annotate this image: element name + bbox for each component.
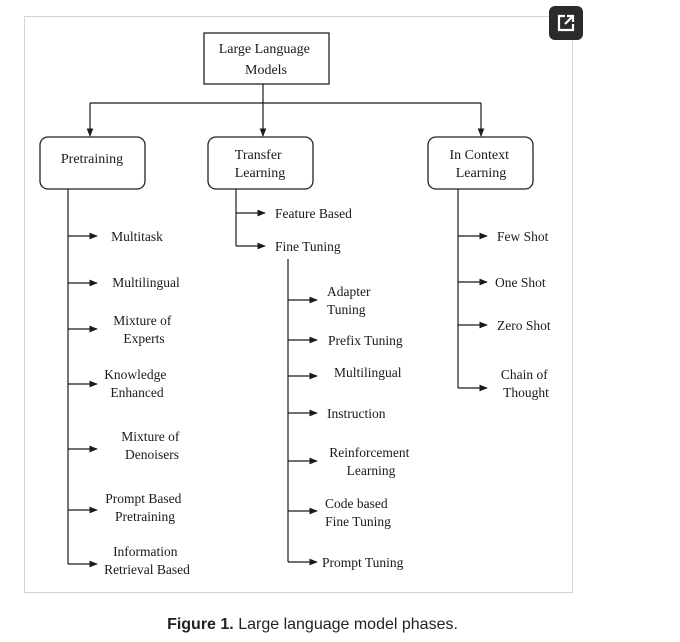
pretraining-item-mixture-of-experts: Mixture of Experts [113, 313, 175, 346]
in-context-item-one-shot: One Shot [495, 275, 546, 290]
pretraining-item-information-retrieval-based: Information Retrieval Based [104, 544, 190, 577]
in-context-item-zero-shot: Zero Shot [497, 318, 551, 333]
transfer-learning-label: Transfer Learning [235, 148, 286, 181]
fine-tuning-item-prefix-tuning: Prefix Tuning [328, 333, 403, 348]
pretraining-item-multilingual: Multilingual [112, 275, 180, 290]
fine-tuning-item-multilingual: Multilingual [334, 365, 402, 380]
pretraining-box [39, 136, 146, 190]
transfer-learning-box [207, 136, 314, 190]
in-context-item-chain-of-thought: Chain of Thought [501, 367, 551, 400]
fine-tuning-item-reinforcement-learning: Reinforcement Learning [329, 445, 413, 478]
pretraining-item-prompt-based-pretraining: Prompt Based Pretraining [105, 491, 185, 524]
pretraining-item-multitask: Multitask [111, 229, 163, 244]
pretraining-label: Pretraining [61, 152, 123, 167]
in-context-item-few-shot: Few Shot [497, 229, 549, 244]
root-label: Large Language Models [219, 42, 314, 78]
fine-tuning-item-code-based-fine-tuning: Code based Fine Tuning [325, 496, 391, 529]
open-in-new-icon [557, 14, 575, 32]
caption-text: Large language model phases. [233, 616, 458, 633]
fine-tuning-item-instruction: Instruction [327, 406, 386, 421]
transfer-item-feature-based: Feature Based [275, 206, 352, 221]
fine-tuning-item-prompt-tuning: Prompt Tuning [322, 555, 404, 570]
llm-phases-diagram: Large Language Models Pretraining Transf… [39, 32, 551, 577]
transfer-item-fine-tuning: Fine Tuning [275, 239, 341, 254]
in-context-learning-box [427, 136, 534, 190]
figure-caption: Figure 1. Large language model phases. [0, 616, 625, 634]
pretraining-item-mixture-of-denoisers: Mixture of Denoisers [121, 429, 183, 462]
root-box [203, 32, 330, 85]
open-in-new-button[interactable] [549, 6, 583, 40]
fine-tuning-item-adapter-tuning: Adapter Tuning [327, 284, 374, 317]
pretraining-item-knowledge-enhanced: Knowledge Enhanced [104, 367, 170, 400]
in-context-learning-label: In Context Learning [450, 148, 513, 181]
caption-label: Figure 1. [167, 616, 234, 633]
